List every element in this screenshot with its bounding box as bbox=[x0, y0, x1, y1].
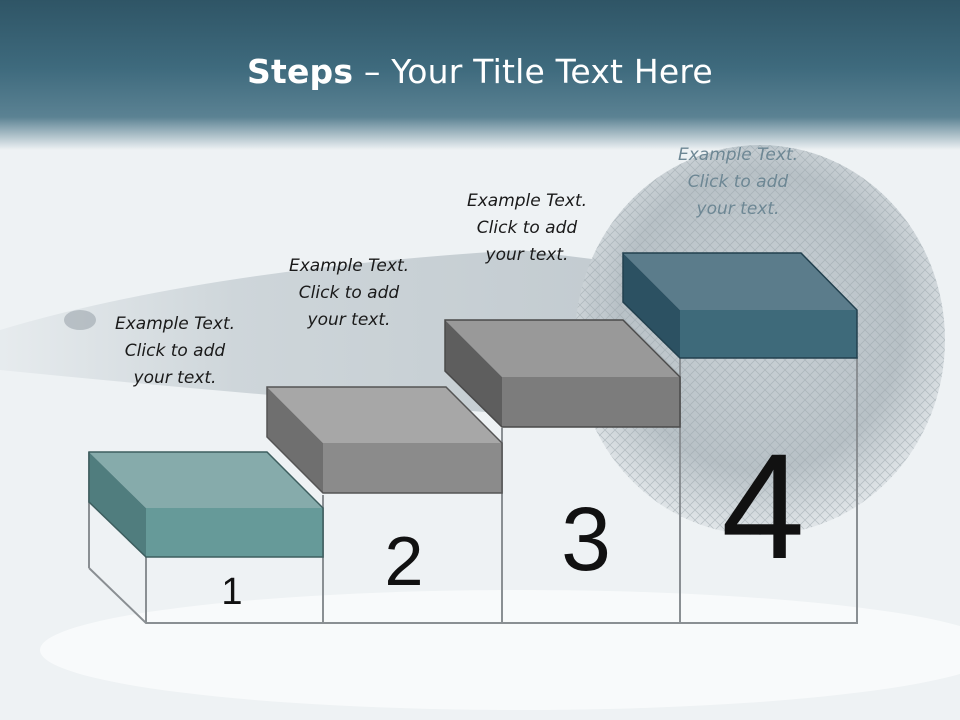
step-3-block[interactable] bbox=[444, 319, 681, 428]
caption-line: Click to add bbox=[687, 172, 789, 192]
caption-line: Example Text. bbox=[466, 191, 588, 211]
slide-title[interactable]: Steps – Your Title Text Here bbox=[0, 52, 960, 91]
step-2-block[interactable] bbox=[266, 386, 503, 494]
caption-line: Example Text. bbox=[114, 314, 236, 334]
caption-line: Click to add bbox=[476, 218, 578, 238]
title-bold: Steps bbox=[247, 52, 354, 91]
caption-line: your text. bbox=[696, 199, 780, 219]
caption-line: your text. bbox=[133, 368, 217, 388]
caption-line: your text. bbox=[485, 245, 569, 265]
step-2-number: 2 bbox=[385, 522, 424, 600]
step-4-number: 4 bbox=[721, 422, 804, 590]
step-1-caption[interactable]: Example Text. Click to add your text. bbox=[80, 311, 270, 392]
step-3-number: 3 bbox=[561, 490, 611, 590]
caption-line: Example Text. bbox=[288, 256, 410, 276]
title-rest: – Your Title Text Here bbox=[353, 52, 713, 91]
step-4-caption[interactable]: Example Text. Click to add your text. bbox=[643, 142, 833, 223]
title-bar bbox=[0, 0, 960, 150]
step-3-caption[interactable]: Example Text. Click to add your text. bbox=[432, 188, 622, 269]
step-1-block[interactable] bbox=[88, 451, 324, 558]
caption-line: Click to add bbox=[298, 283, 400, 303]
step-4-block[interactable] bbox=[622, 252, 858, 359]
caption-line: Example Text. bbox=[677, 145, 799, 165]
step-2-caption[interactable]: Example Text. Click to add your text. bbox=[254, 253, 444, 334]
step-1-number: 1 bbox=[221, 571, 242, 613]
caption-line: Click to add bbox=[124, 341, 226, 361]
caption-line: your text. bbox=[307, 310, 391, 330]
